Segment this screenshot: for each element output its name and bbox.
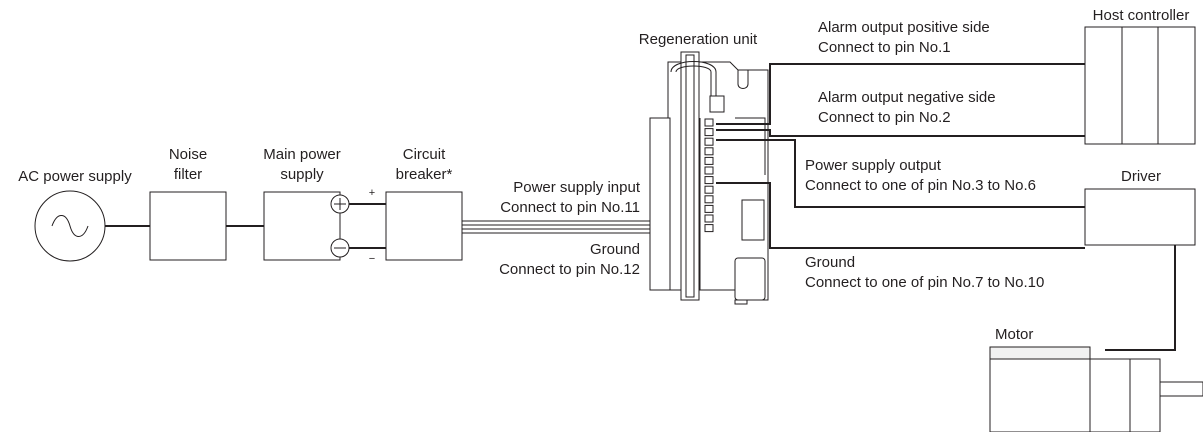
motor-label: Motor <box>995 326 1034 343</box>
driver-label: Driver <box>1121 168 1161 185</box>
alarm-negative-line-2: Connect to pin No.2 <box>818 109 951 126</box>
driver-box <box>1084 188 1196 246</box>
terminal-pin <box>704 204 714 213</box>
power-input-line-1: Power supply input <box>513 179 640 196</box>
alarm-positive-line-2: Connect to pin No.1 <box>818 39 951 56</box>
terminal-pin <box>704 147 714 156</box>
terminal-pin <box>704 118 714 127</box>
positive-terminal-label: + <box>368 187 376 199</box>
terminal-pin <box>704 214 714 223</box>
positive-terminal-icon <box>330 194 350 214</box>
wire-alarm-positive <box>716 63 1085 125</box>
alarm-positive-line-1: Alarm output positive side <box>818 19 990 36</box>
power-output-line-1: Power supply output <box>805 157 941 174</box>
noise-filter-line-1: Noise <box>168 146 208 163</box>
motor-drawing <box>989 346 1203 432</box>
regeneration-unit-label: Regeneration unit <box>638 31 758 48</box>
main-power-supply-box <box>263 191 341 261</box>
regeneration-unit-drawing <box>649 51 769 305</box>
ground-input-line-2: Connect to pin No.12 <box>499 261 640 278</box>
circuit-breaker-line-2: breaker* <box>395 166 453 183</box>
ground-output-line-1: Ground <box>805 254 856 271</box>
terminal-pin <box>704 137 714 146</box>
main-power-supply-line-2: supply <box>280 166 324 183</box>
terminal-pin <box>704 156 714 165</box>
wire-alarm-negative <box>716 129 1085 137</box>
terminal-pin <box>704 176 714 185</box>
ground-input-line-1: Ground <box>589 241 640 258</box>
terminal-pin <box>704 166 714 175</box>
negative-terminal-icon <box>330 238 350 258</box>
power-output-line-2: Connect to one of pin No.3 to No.6 <box>805 177 1036 194</box>
power-input-line-2: Connect to pin No.11 <box>500 199 640 216</box>
terminal-pin <box>704 224 714 233</box>
terminal-pin <box>704 185 714 194</box>
wire-ground-output <box>716 182 1085 249</box>
terminal-pins <box>704 118 714 233</box>
circuit-breaker-box <box>385 191 463 261</box>
alarm-negative-line-1: Alarm output negative side <box>818 89 996 106</box>
host-controller-box <box>1084 26 1196 145</box>
wire-driver-to-motor <box>1105 245 1176 351</box>
noise-filter-line-2: filter <box>173 166 203 183</box>
host-controller-label: Host controller <box>1092 7 1190 24</box>
negative-terminal-label: − <box>368 253 376 265</box>
main-power-supply-line-1: Main power <box>263 146 341 163</box>
ac-power-supply-label: AC power supply <box>18 168 132 185</box>
terminal-pin <box>704 195 714 204</box>
ac-power-supply-symbol <box>34 190 106 262</box>
wire-power-output <box>716 139 1085 208</box>
circuit-breaker-line-1: Circuit <box>402 146 446 163</box>
noise-filter-box <box>149 191 227 261</box>
ground-output-line-2: Connect to one of pin No.7 to No.10 <box>805 274 1045 291</box>
terminal-pin <box>704 128 714 137</box>
